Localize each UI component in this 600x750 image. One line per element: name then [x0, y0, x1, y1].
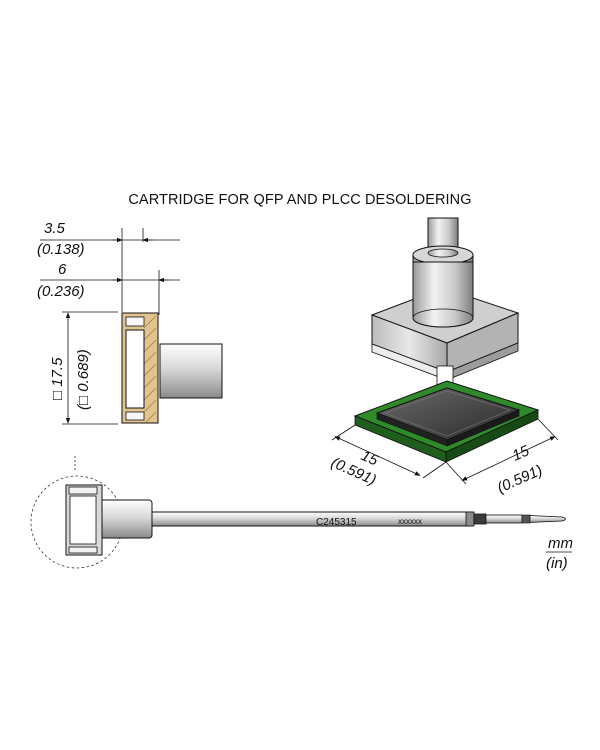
units-legend: mm (in)	[546, 535, 573, 572]
isometric-view: 15 (0.591) 15 (0.591)	[328, 217, 559, 497]
depth-a-in: (0.138)	[37, 241, 85, 258]
drawing-title: CARTRIDGE FOR QFP AND PLCC DESOLDERING	[128, 192, 472, 208]
unit-secondary: (in)	[546, 555, 568, 572]
size-in: (□ 0.689)	[75, 349, 92, 410]
side1-mm: 15	[358, 447, 381, 470]
side-view: 3.5 (0.138) 6 (0.236) □ 17.5 (□ 0.689)	[37, 220, 223, 425]
part-code: C245315	[316, 517, 357, 528]
unit-primary: mm	[548, 535, 573, 552]
side2-in: (0.591)	[495, 462, 545, 497]
serial-number: xxxxxx	[398, 517, 422, 526]
cartridge-full-view: C245315 xxxxxx	[30, 456, 566, 569]
depth-b-in: (0.236)	[37, 283, 85, 300]
size-mm: □ 17.5	[49, 357, 66, 400]
depth-a-mm: 3.5	[44, 220, 66, 237]
depth-b-mm: 6	[58, 261, 67, 278]
side2-mm: 15	[510, 442, 533, 465]
